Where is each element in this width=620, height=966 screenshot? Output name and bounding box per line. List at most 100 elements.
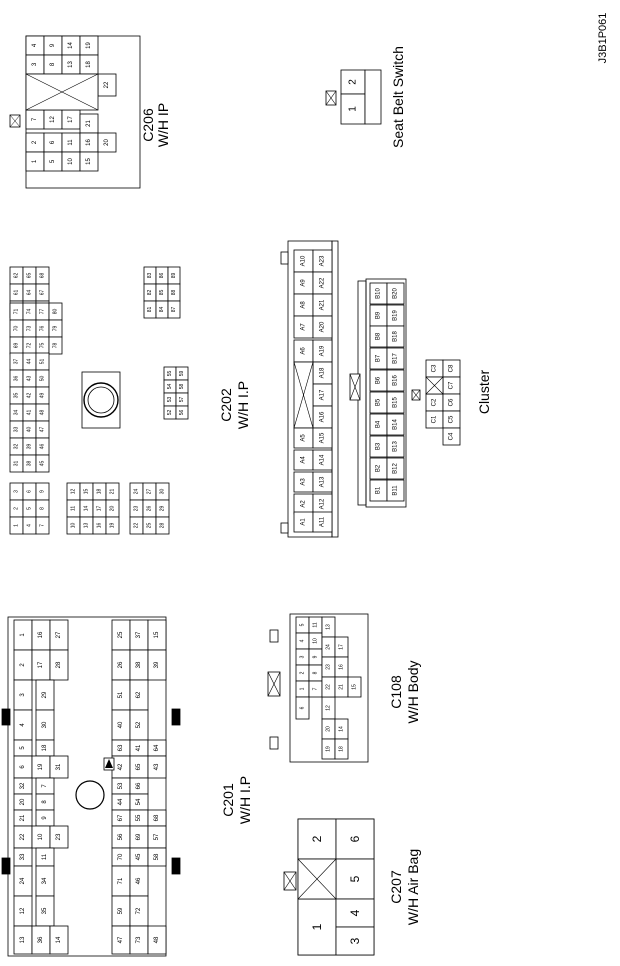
pin-c206-20: 20 — [104, 139, 110, 146]
pin-p5: 5 — [27, 507, 33, 510]
c206-key-slot-x2 — [25, 73, 99, 111]
pin-p67: 67 — [40, 290, 46, 296]
pin-q64: 64 — [154, 744, 160, 751]
pin-p23: 23 — [134, 506, 140, 512]
pin-A16: A16 — [320, 411, 326, 422]
pin-p68: 68 — [40, 273, 46, 279]
pin-s1-cell — [297, 898, 337, 956]
pin-q2: 2 — [20, 663, 26, 667]
pin-c206-16: 16 — [86, 139, 92, 146]
pin-p28-cell — [155, 516, 170, 535]
pin-q7: 7 — [42, 784, 48, 788]
c202-desc: W/H I.P — [235, 381, 251, 429]
pin-p72: 72 — [27, 343, 33, 349]
pin-q37: 37 — [136, 631, 142, 638]
pin-A22: A22 — [320, 277, 326, 288]
pin-q8: 8 — [42, 800, 48, 804]
pin-c206-10: 10 — [68, 158, 74, 165]
c108-tab2 — [269, 736, 279, 750]
pin-p30: 30 — [160, 489, 166, 495]
pin-r23: 23 — [326, 664, 332, 670]
pin-r12: 12 — [326, 705, 332, 711]
c201-key-arrow — [105, 759, 113, 768]
cluster-c-key-x2 — [425, 376, 444, 395]
pin-r18: 18 — [339, 746, 345, 752]
pin-q51: 51 — [118, 691, 124, 698]
pin-r10: 10 — [313, 638, 319, 644]
pin-A13: A13 — [320, 476, 326, 487]
pin-q22: 22 — [20, 833, 26, 840]
pin-p88: 88 — [171, 290, 177, 296]
pin-p8: 8 — [40, 507, 46, 510]
pin-p77: 77 — [40, 309, 46, 315]
pin-q23: 23 — [56, 833, 62, 840]
pin-r13: 13 — [326, 624, 332, 630]
pin-r11: 11 — [313, 622, 319, 627]
pin-q71: 71 — [118, 877, 124, 884]
c202-socket-ring — [83, 382, 119, 418]
pin-q54: 54 — [136, 798, 142, 805]
pin-q57: 57 — [154, 833, 160, 840]
pin-r14: 14 — [339, 726, 345, 732]
pin-B11: B11 — [393, 485, 399, 496]
pin-sb-1: 1 — [348, 106, 359, 112]
pin-r5: 5 — [300, 623, 306, 626]
pin-q16: 16 — [38, 631, 44, 638]
pin-p61: 61 — [14, 290, 20, 296]
cluster-a-lip — [331, 240, 339, 538]
pin-r20: 20 — [326, 726, 332, 732]
pin-p9: 9 — [40, 490, 46, 493]
pin-p39: 39 — [27, 444, 33, 450]
pin-q31-cell — [49, 755, 69, 779]
c207-lock-x2 — [283, 871, 297, 891]
pin-B13-cell — [386, 435, 405, 458]
pin-q20: 20 — [20, 798, 26, 805]
c206-desc: W/H IP — [155, 103, 171, 147]
pin-p81: 81 — [147, 307, 153, 313]
pin-p53: 53 — [167, 397, 173, 403]
pin-q6: 6 — [20, 765, 26, 769]
pin-q33: 33 — [20, 853, 26, 860]
pin-p50: 50 — [40, 376, 46, 382]
pin-q67: 67 — [118, 814, 124, 821]
pin-A6: A6 — [301, 347, 307, 355]
pin-p17: 17 — [97, 506, 103, 512]
pin-s2: 2 — [310, 835, 324, 842]
pin-A19: A19 — [320, 345, 326, 356]
pin-c206-15: 15 — [86, 158, 92, 165]
seatbelt-lock-x2 — [325, 90, 337, 106]
pin-s2-cell — [297, 818, 337, 860]
pin-p76: 76 — [40, 326, 46, 332]
pin-q35: 35 — [42, 907, 48, 914]
pin-B8: B8 — [376, 332, 382, 340]
pin-r7: 7 — [313, 687, 319, 690]
pin-C5: C5 — [449, 415, 455, 423]
pin-A14-cell — [312, 449, 333, 471]
pin-q41: 41 — [136, 744, 142, 751]
c201-tab-right-top — [171, 708, 181, 726]
c201-desc: W/H I.P — [237, 776, 253, 824]
pin-A13-cell — [312, 471, 333, 493]
c207-desc: W/H Air Bag — [405, 849, 421, 925]
pin-p80: 80 — [53, 309, 59, 315]
pin-p48: 48 — [40, 410, 46, 416]
pin-q29: 29 — [42, 691, 48, 698]
pin-p54: 54 — [167, 384, 173, 390]
pin-q1: 1 — [20, 633, 26, 637]
pin-B15: B15 — [393, 397, 399, 408]
pin-r1: 1 — [300, 687, 306, 690]
pin-s4-cell — [335, 898, 375, 928]
pin-p25: 25 — [147, 523, 153, 529]
pin-p3: 3 — [14, 490, 20, 493]
pin-q14-cell — [49, 925, 69, 955]
pin-p31: 31 — [14, 461, 20, 467]
pin-q28-cell — [49, 649, 69, 681]
c201-center-socket — [75, 780, 105, 810]
pin-q69: 69 — [136, 833, 142, 840]
pin-p57: 57 — [179, 397, 185, 403]
pin-q38: 38 — [136, 661, 142, 668]
pin-q30: 30 — [42, 721, 48, 728]
pin-r15: 15 — [352, 684, 358, 690]
pin-c206-17: 17 — [68, 116, 74, 123]
pin-c206-8: 8 — [50, 62, 56, 66]
